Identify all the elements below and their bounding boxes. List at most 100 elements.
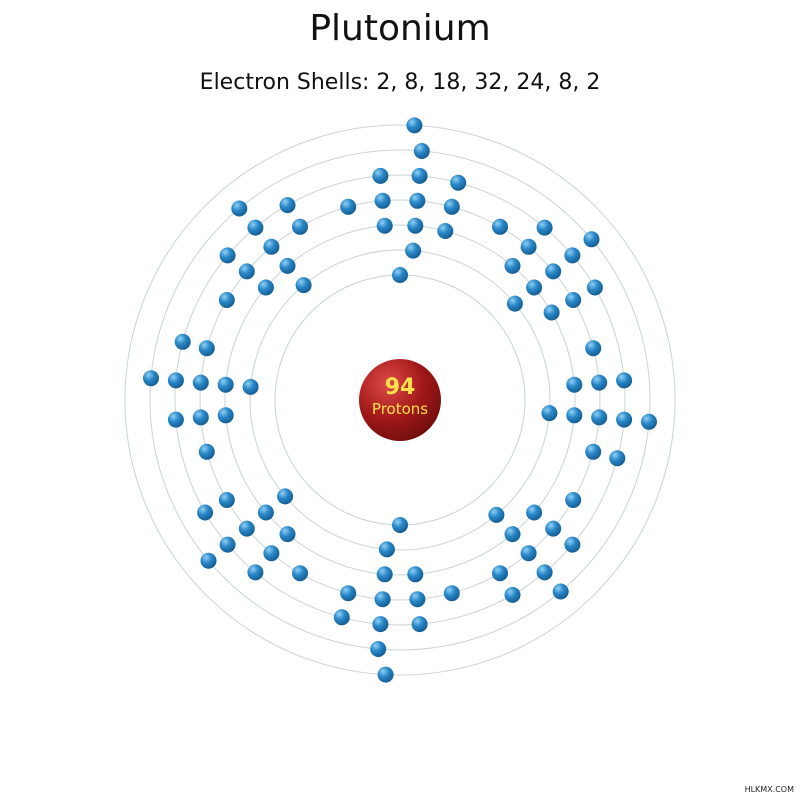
element-title: Plutonium (309, 8, 491, 49)
orbit-ring-6 (149, 149, 651, 651)
electron-shell4-20 (443, 585, 460, 602)
electron-shell4-4 (340, 198, 357, 215)
electron-shell6-8 (231, 200, 248, 217)
electron-shell4-27 (198, 340, 215, 357)
electron-shell4-17 (374, 591, 391, 608)
electron-shell6-4 (552, 583, 569, 600)
electron-shell5-21 (174, 333, 191, 350)
electron-shell4-11 (585, 443, 602, 460)
watermark: HLKMX.COM (744, 785, 794, 794)
electron-shell5-18 (197, 504, 214, 521)
electron-shell2-7 (242, 378, 259, 395)
electron-shell5-17 (247, 564, 264, 581)
electron-shell2-8 (295, 277, 312, 294)
electron-shell5-5 (536, 219, 553, 236)
electron-shell6-5 (370, 641, 387, 657)
electron-shell4-28 (198, 443, 215, 460)
electron-shell5-22 (247, 219, 264, 236)
electron-shell1-1 (392, 267, 408, 283)
orbit-ring-5 (174, 174, 626, 626)
electron-shell3-8 (566, 376, 583, 393)
electron-shell4-9 (591, 409, 608, 426)
electron-shell3-17 (279, 257, 296, 274)
electron-shell4-21 (238, 520, 255, 537)
electron-shell3-1 (407, 217, 424, 234)
electron-shell4-19 (340, 585, 357, 602)
electron-shell3-16 (217, 407, 234, 424)
electron-shell4-30 (238, 263, 255, 280)
electron-shell4-23 (218, 492, 235, 508)
electron-shell4-8 (492, 218, 508, 235)
electron-shell4-29 (263, 238, 280, 255)
electron-shell5-15 (333, 609, 350, 626)
nucleus-sphere (359, 359, 441, 441)
electron-shell4-16 (565, 492, 582, 508)
electron-shell1-2 (392, 517, 408, 533)
electron-shell7-1 (406, 117, 423, 134)
electron-shell5-3 (450, 174, 467, 191)
orbit-ring-2 (249, 249, 551, 551)
electron-shell4-12 (585, 340, 602, 357)
electron-shell4-5 (545, 263, 562, 280)
electron-shell3-6 (543, 304, 560, 321)
electron-shell3-10 (526, 504, 543, 521)
electron-shell5-12 (504, 586, 521, 603)
electron-shell5-8 (616, 372, 633, 389)
electron-shell5-19 (167, 372, 184, 389)
electron-shells-caption: Electron Shells: 2, 8, 18, 32, 24, 8, 2 (199, 70, 601, 95)
electron-shell4-1 (409, 192, 426, 209)
electron-shell3-9 (504, 526, 521, 543)
electron-shell4-18 (409, 591, 426, 608)
proton-count: 94 (385, 375, 416, 400)
electron-shell2-6 (277, 488, 294, 505)
electron-shell3-15 (217, 376, 234, 393)
electron-shell6-2 (583, 231, 600, 248)
electron-shell2-4 (488, 506, 505, 523)
electron-shell5-24 (279, 197, 296, 214)
electron-shell5-13 (372, 616, 389, 633)
electron-shell4-13 (520, 545, 537, 562)
electron-shell6-3 (641, 413, 657, 430)
electron-shell2-1 (405, 242, 422, 259)
electron-shell5-20 (167, 411, 184, 428)
electron-shell6-6 (200, 552, 217, 569)
electron-shell5-23 (219, 247, 236, 264)
electron-shell3-4 (526, 279, 543, 296)
electron-shell4-31 (292, 218, 308, 235)
electron-shell5-10 (536, 564, 553, 581)
electron-shell4-7 (565, 292, 582, 308)
electron-shell3-3 (437, 223, 454, 239)
orbit-rings (124, 124, 676, 676)
electron-shell5-16 (219, 536, 236, 553)
electron-shell3-13 (257, 504, 274, 521)
electron-shell5-4 (564, 247, 581, 264)
electron-shell5-2 (372, 167, 389, 184)
electron-shell4-15 (492, 565, 508, 582)
electron-shell2-3 (541, 405, 558, 422)
electron-shell5-7 (616, 411, 633, 428)
electron-shell5-6 (586, 279, 603, 296)
electron-shell3-18 (257, 279, 274, 296)
electron-shell4-14 (545, 520, 562, 537)
nucleus: 94 Protons (359, 359, 441, 441)
orbit-ring-3 (224, 224, 576, 576)
electron-shell3-11 (376, 566, 393, 583)
electron-shell4-10 (591, 374, 608, 391)
electron-shell4-2 (374, 192, 391, 209)
electron-shell4-6 (520, 238, 537, 255)
electron-shell7-2 (377, 666, 394, 683)
electron-shell3-7 (566, 407, 583, 424)
electron-shell4-3 (443, 198, 460, 215)
electron-shell4-22 (263, 545, 280, 562)
electron-shell4-32 (218, 292, 235, 308)
electron-shell2-2 (506, 295, 523, 312)
electron-shell3-5 (504, 257, 521, 274)
electron-shell5-11 (564, 536, 581, 553)
protons-label: Protons (372, 400, 428, 418)
electron-shell4-26 (192, 409, 209, 426)
electron-shell3-12 (407, 566, 424, 583)
electron-shell4-25 (192, 374, 209, 391)
electron-shell2-5 (378, 541, 395, 558)
electron-shell6-7 (143, 370, 159, 387)
